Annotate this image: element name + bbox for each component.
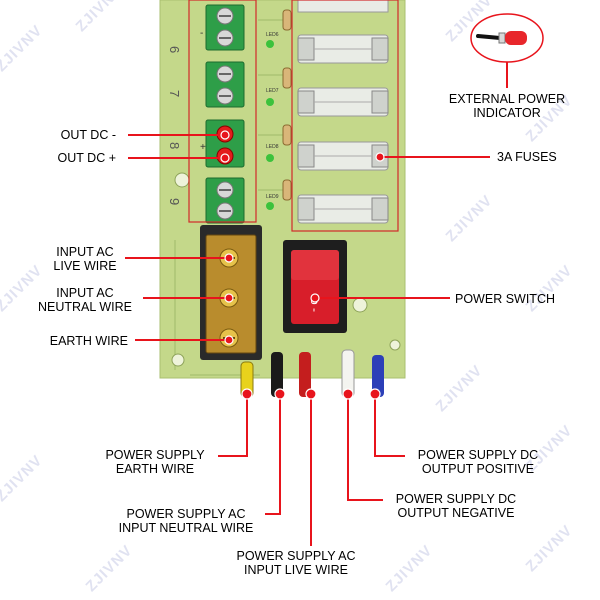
fuse bbox=[297, 34, 389, 64]
mounting-hole bbox=[352, 297, 368, 313]
led-label: LED8 bbox=[266, 144, 279, 150]
fuse bbox=[297, 194, 389, 224]
wire-live bbox=[299, 352, 311, 397]
label-external-power-indicator: EXTERNAL POWER INDICATOR bbox=[448, 92, 566, 120]
label-ps-ac-live: POWER SUPPLY AC INPUT LIVE WIRE bbox=[236, 549, 356, 577]
terminal-block-output bbox=[205, 119, 245, 168]
mounting-hole bbox=[171, 353, 185, 367]
label-out-dc-minus: OUT DC - bbox=[60, 128, 116, 142]
label-ps-earth-wire: POWER SUPPLY EARTH WIRE bbox=[105, 448, 205, 476]
label-3a-fuses: 3A FUSES bbox=[497, 150, 557, 164]
label-ps-dc-negative: POWER SUPPLY DC OUTPUT NEGATIVE bbox=[395, 492, 517, 520]
svg-text:+: + bbox=[200, 142, 206, 153]
label-earth-wire: EARTH WIRE bbox=[49, 334, 128, 348]
label-power-switch: POWER SWITCH bbox=[455, 292, 555, 306]
label-ps-ac-neutral: POWER SUPPLY AC INPUT NEUTRAL WIRE bbox=[118, 507, 254, 535]
terminal-block bbox=[205, 61, 245, 108]
led-label: LED6 bbox=[266, 32, 279, 38]
led-label: LED9 bbox=[266, 194, 279, 200]
terminal-block bbox=[205, 4, 245, 51]
svg-text:-: - bbox=[200, 28, 203, 39]
led bbox=[266, 202, 274, 210]
label-input-ac-neutral: INPUT AC NEUTRAL WIRE bbox=[38, 286, 132, 314]
row-number: 8 bbox=[167, 142, 182, 149]
fuse-highlight-box bbox=[291, 0, 399, 232]
wire-neutral bbox=[271, 352, 283, 397]
label-ps-dc-positive: POWER SUPPLY DC OUTPUT POSITIVE bbox=[417, 448, 539, 476]
led bbox=[266, 40, 274, 48]
external-power-indicator bbox=[470, 13, 544, 63]
svg-text:o -: o - bbox=[308, 298, 322, 312]
mounting-hole bbox=[174, 172, 190, 188]
mounting-hole bbox=[389, 339, 401, 351]
row-number: 9 bbox=[167, 198, 182, 205]
led-label: LED7 bbox=[266, 88, 279, 94]
wire-dc-positive bbox=[372, 355, 384, 397]
led bbox=[266, 98, 274, 106]
row-number: 6 bbox=[167, 46, 182, 53]
resistor bbox=[282, 9, 292, 201]
terminal-block bbox=[205, 177, 245, 224]
label-out-dc-plus: OUT DC + bbox=[57, 151, 116, 165]
terminal-highlight-box bbox=[188, 0, 257, 223]
label-input-ac-live: INPUT AC LIVE WIRE bbox=[53, 245, 117, 273]
fuse bbox=[297, 0, 389, 13]
led bbox=[266, 154, 274, 162]
fuse bbox=[297, 141, 389, 171]
fuse bbox=[297, 87, 389, 117]
row-number: 7 bbox=[167, 90, 182, 97]
power-switch: o - bbox=[283, 240, 347, 333]
